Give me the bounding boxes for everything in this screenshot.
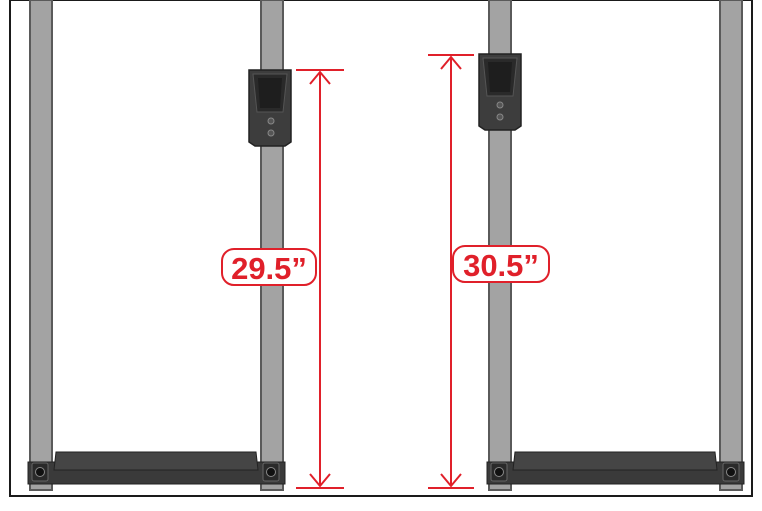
right-unit-foot — [486, 451, 745, 485]
screw-hole-icon — [496, 101, 504, 109]
bolt-icon — [494, 467, 504, 477]
left-dimension: 29.5” — [221, 69, 344, 489]
arrow-up-icon — [309, 70, 331, 85]
outer-frame — [9, 0, 753, 497]
screw-hole-icon — [267, 117, 275, 125]
right-measurement-badge — [452, 245, 550, 283]
left-unit-bracket — [248, 69, 292, 147]
bolt-icon — [726, 467, 736, 477]
left-measurement-label: 29.5” — [231, 251, 307, 286]
bolt-icon — [266, 467, 276, 477]
screw-hole-icon — [496, 113, 504, 121]
right-unit-bracket — [478, 53, 522, 131]
right-unit-outer-post — [719, 0, 743, 491]
left-unit: 29.5” — [27, 0, 344, 491]
arrow-up-icon — [440, 55, 462, 70]
right-dimension: 30.5” — [428, 54, 550, 489]
right-unit: 30.5” — [428, 0, 745, 491]
left-unit-foot — [27, 451, 286, 485]
screw-hole-icon — [267, 129, 275, 137]
arrow-down-icon — [440, 473, 462, 488]
left-measurement-badge — [221, 248, 317, 286]
right-measurement-label: 30.5” — [463, 248, 539, 283]
bolt-icon — [35, 467, 45, 477]
arrow-down-icon — [309, 473, 331, 488]
left-unit-outer-post — [29, 0, 53, 491]
